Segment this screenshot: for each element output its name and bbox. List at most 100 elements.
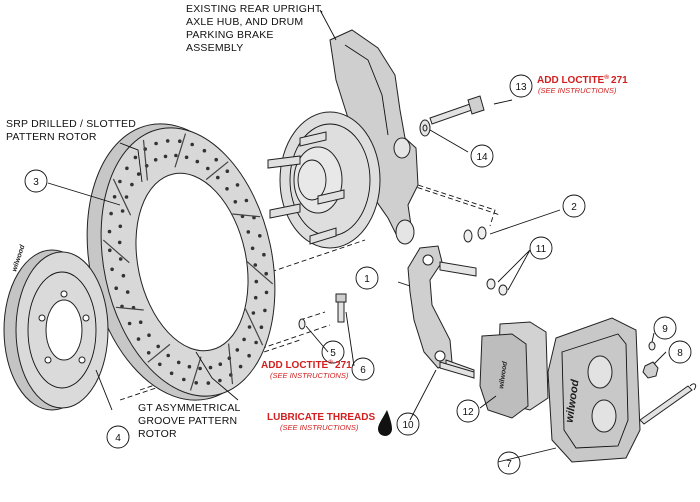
note-lubricate: LUBRICATE THREADS (SEE INSTRUCTIONS)	[267, 410, 392, 436]
stud-10	[439, 361, 475, 379]
rotor-hole	[218, 378, 222, 383]
rotor-hole	[154, 141, 158, 146]
rotor-hole	[235, 348, 240, 352]
bridge-bolt	[639, 383, 697, 425]
rotor-hole	[216, 175, 220, 180]
rotor-hole	[118, 179, 122, 184]
rotor-hole	[218, 362, 223, 367]
svg-text:9: 9	[662, 324, 668, 335]
rotor-hole	[254, 279, 259, 284]
svg-text:8: 8	[677, 348, 683, 359]
rotor-hole	[178, 139, 182, 143]
rotor-hole	[244, 198, 249, 203]
svg-text:12: 12	[462, 407, 474, 418]
rotor-hole	[247, 325, 252, 329]
rotor-hole	[174, 153, 178, 158]
rotor-hole	[156, 344, 160, 349]
svg-text:GT ASYMMETRICAL: GT ASYMMETRICAL	[138, 402, 241, 414]
svg-text:AXLE HUB, AND DRUM: AXLE HUB, AND DRUM	[186, 16, 303, 28]
label-srp-rotor: SRP DRILLED / SLOTTED PATTERN ROTOR	[6, 118, 136, 143]
callout-7: 7	[497, 451, 521, 475]
rotor-hole	[118, 224, 123, 229]
svg-text:ROTOR: ROTOR	[138, 428, 177, 440]
svg-text:PARKING BRAKE: PARKING BRAKE	[186, 29, 274, 41]
rotor-hole	[130, 182, 134, 187]
rotor-hole	[259, 325, 264, 330]
washer-5	[298, 318, 306, 330]
rotor-slot	[147, 343, 171, 363]
svg-text:6: 6	[360, 365, 366, 376]
rotor-hole	[120, 209, 125, 213]
caliper: wilwood	[547, 317, 641, 463]
svg-text:2: 2	[571, 202, 577, 213]
svg-text:5: 5	[330, 348, 336, 359]
washer-14	[419, 119, 431, 137]
washer-9	[648, 341, 656, 351]
rotor-hole	[109, 211, 113, 216]
oil-drop-icon	[378, 410, 392, 436]
leader-lines	[47, 9, 667, 463]
rotor-slot	[228, 343, 234, 385]
rotor-hole	[262, 252, 266, 257]
callout-8: 8	[668, 340, 692, 364]
bolt-13	[429, 95, 485, 125]
rotor-hole	[258, 234, 262, 238]
caliper-bracket	[407, 245, 477, 379]
callout-12: 12	[456, 399, 480, 423]
nut-8	[642, 361, 659, 379]
svg-text:EXISTING REAR UPRIGHT,: EXISTING REAR UPRIGHT,	[186, 3, 323, 15]
rotor-hole	[121, 273, 126, 278]
rotor-hole	[166, 353, 170, 358]
callout-2: 2	[562, 194, 586, 218]
rotor-slot	[174, 133, 187, 168]
svg-text:(SEE INSTRUCTIONS): (SEE INSTRUCTIONS)	[538, 86, 617, 95]
rotor-hole	[206, 166, 210, 171]
svg-text:7: 7	[506, 459, 512, 470]
rotor-slot	[205, 161, 229, 181]
callout-6: 6	[351, 357, 375, 381]
note-loctite-13: ADD LOCTITE®271 (SEE INSTRUCTIONS)	[537, 73, 628, 95]
svg-text:1: 1	[364, 274, 370, 285]
callout-1: 1	[355, 266, 379, 290]
rotor-hat: wilwood	[3, 244, 109, 411]
brake-pads: wilwood	[479, 321, 549, 419]
rotor-slot	[142, 139, 148, 181]
rotor-hole	[176, 360, 181, 365]
callout-14: 14	[470, 144, 494, 168]
rotor-hole	[253, 263, 258, 267]
upright-hub-assembly	[267, 29, 419, 249]
rotor-hole	[254, 340, 258, 345]
rotor-hole	[225, 187, 229, 191]
rotor-hole	[117, 240, 122, 245]
rotor-hole	[214, 157, 218, 162]
callout-13: 13	[509, 74, 533, 98]
callout-11: 11	[529, 236, 553, 260]
rotor-slot	[102, 239, 130, 264]
rotor-hole	[125, 290, 130, 294]
svg-text:GROOVE PATTERN: GROOVE PATTERN	[138, 415, 237, 427]
callout-5: 5	[321, 340, 345, 364]
rotor-hole	[246, 230, 251, 234]
svg-text:ADD LOCTITE®271: ADD LOCTITE®271	[537, 73, 628, 86]
rotor-slots	[102, 133, 274, 391]
rotor-slot	[115, 306, 144, 311]
rotor-slot	[244, 308, 264, 346]
rotor-hole	[169, 371, 174, 376]
rotor-hole	[182, 377, 186, 382]
callout-10: 10	[396, 412, 420, 436]
rotor-hole	[136, 337, 141, 341]
rotor-hole	[195, 159, 200, 164]
pad-brand-logo: wilwood	[498, 360, 509, 389]
rotor-hole	[225, 169, 230, 173]
rotor-drill-holes	[107, 139, 269, 385]
callout-3: 3	[24, 169, 48, 193]
svg-text:LUBRICATE THREADS: LUBRICATE THREADS	[267, 412, 375, 423]
rotor-hole	[242, 337, 246, 342]
rotor-hole	[153, 158, 158, 162]
rotor-hole	[124, 195, 129, 199]
bolt-6	[335, 293, 347, 323]
rotor-hole	[133, 155, 138, 160]
rotor-hole	[206, 381, 211, 385]
rotor-hole	[112, 195, 117, 199]
